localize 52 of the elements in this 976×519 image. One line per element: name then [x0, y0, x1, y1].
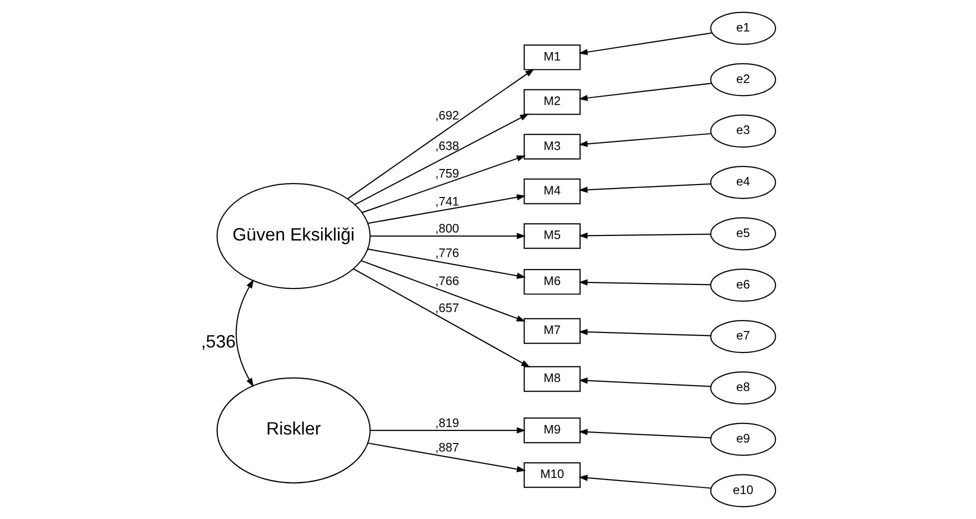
arrow — [362, 156, 526, 214]
arrow — [353, 268, 530, 368]
node-ellipse: e9 — [710, 422, 776, 456]
node-ellipse: e10 — [710, 474, 776, 508]
node-box: M8 — [524, 366, 581, 392]
arrow — [354, 114, 529, 205]
arrow — [370, 427, 526, 434]
edge-label: ,741 — [435, 194, 460, 209]
edge-label: ,692 — [435, 108, 460, 123]
node-box: M4 — [524, 178, 581, 204]
arrow — [368, 248, 526, 279]
node-ellipse: e7 — [710, 320, 776, 354]
arrow — [578, 474, 711, 489]
edge-label: ,776 — [435, 246, 460, 260]
arrow — [368, 194, 526, 224]
node-box: M10 — [524, 462, 581, 488]
node-box: M2 — [524, 89, 581, 115]
node-box: M1 — [524, 44, 581, 70]
node-box: M6 — [524, 269, 581, 295]
arrow — [578, 378, 711, 388]
node-box: M5 — [524, 223, 581, 249]
arrow — [236, 279, 254, 388]
edge-label: ,638 — [435, 138, 460, 153]
node-ellipse: e6 — [710, 268, 776, 302]
arrow — [348, 68, 534, 200]
node-box: M9 — [524, 418, 581, 444]
edge-label: ,759 — [435, 166, 460, 181]
edge-label: ,800 — [435, 221, 460, 236]
node-ellipse: e4 — [710, 166, 776, 199]
arrow — [578, 133, 711, 147]
arrow — [578, 183, 711, 193]
node-ellipse: e1 — [710, 12, 776, 45]
arrow — [578, 32, 712, 56]
arrow — [578, 82, 712, 102]
arrow — [361, 260, 526, 322]
arrow — [578, 232, 711, 239]
edge-label: ,766 — [435, 274, 460, 288]
arrow — [578, 279, 711, 286]
node-ellipse: e8 — [710, 371, 776, 404]
arrow — [368, 442, 526, 472]
node-box: M7 — [524, 318, 581, 344]
edge-label: ,657 — [435, 300, 460, 315]
arrow — [370, 232, 526, 240]
edge-label: ,819 — [435, 416, 460, 430]
node-box: M3 — [524, 134, 581, 160]
node-ellipse: e2 — [710, 63, 776, 96]
edge-label: ,887 — [435, 440, 460, 454]
arrow — [578, 428, 711, 438]
edge-label: ,536 — [200, 332, 236, 352]
node-ellipse: e5 — [710, 217, 776, 250]
node-ellipse: e3 — [710, 114, 776, 148]
arrow — [578, 328, 711, 336]
